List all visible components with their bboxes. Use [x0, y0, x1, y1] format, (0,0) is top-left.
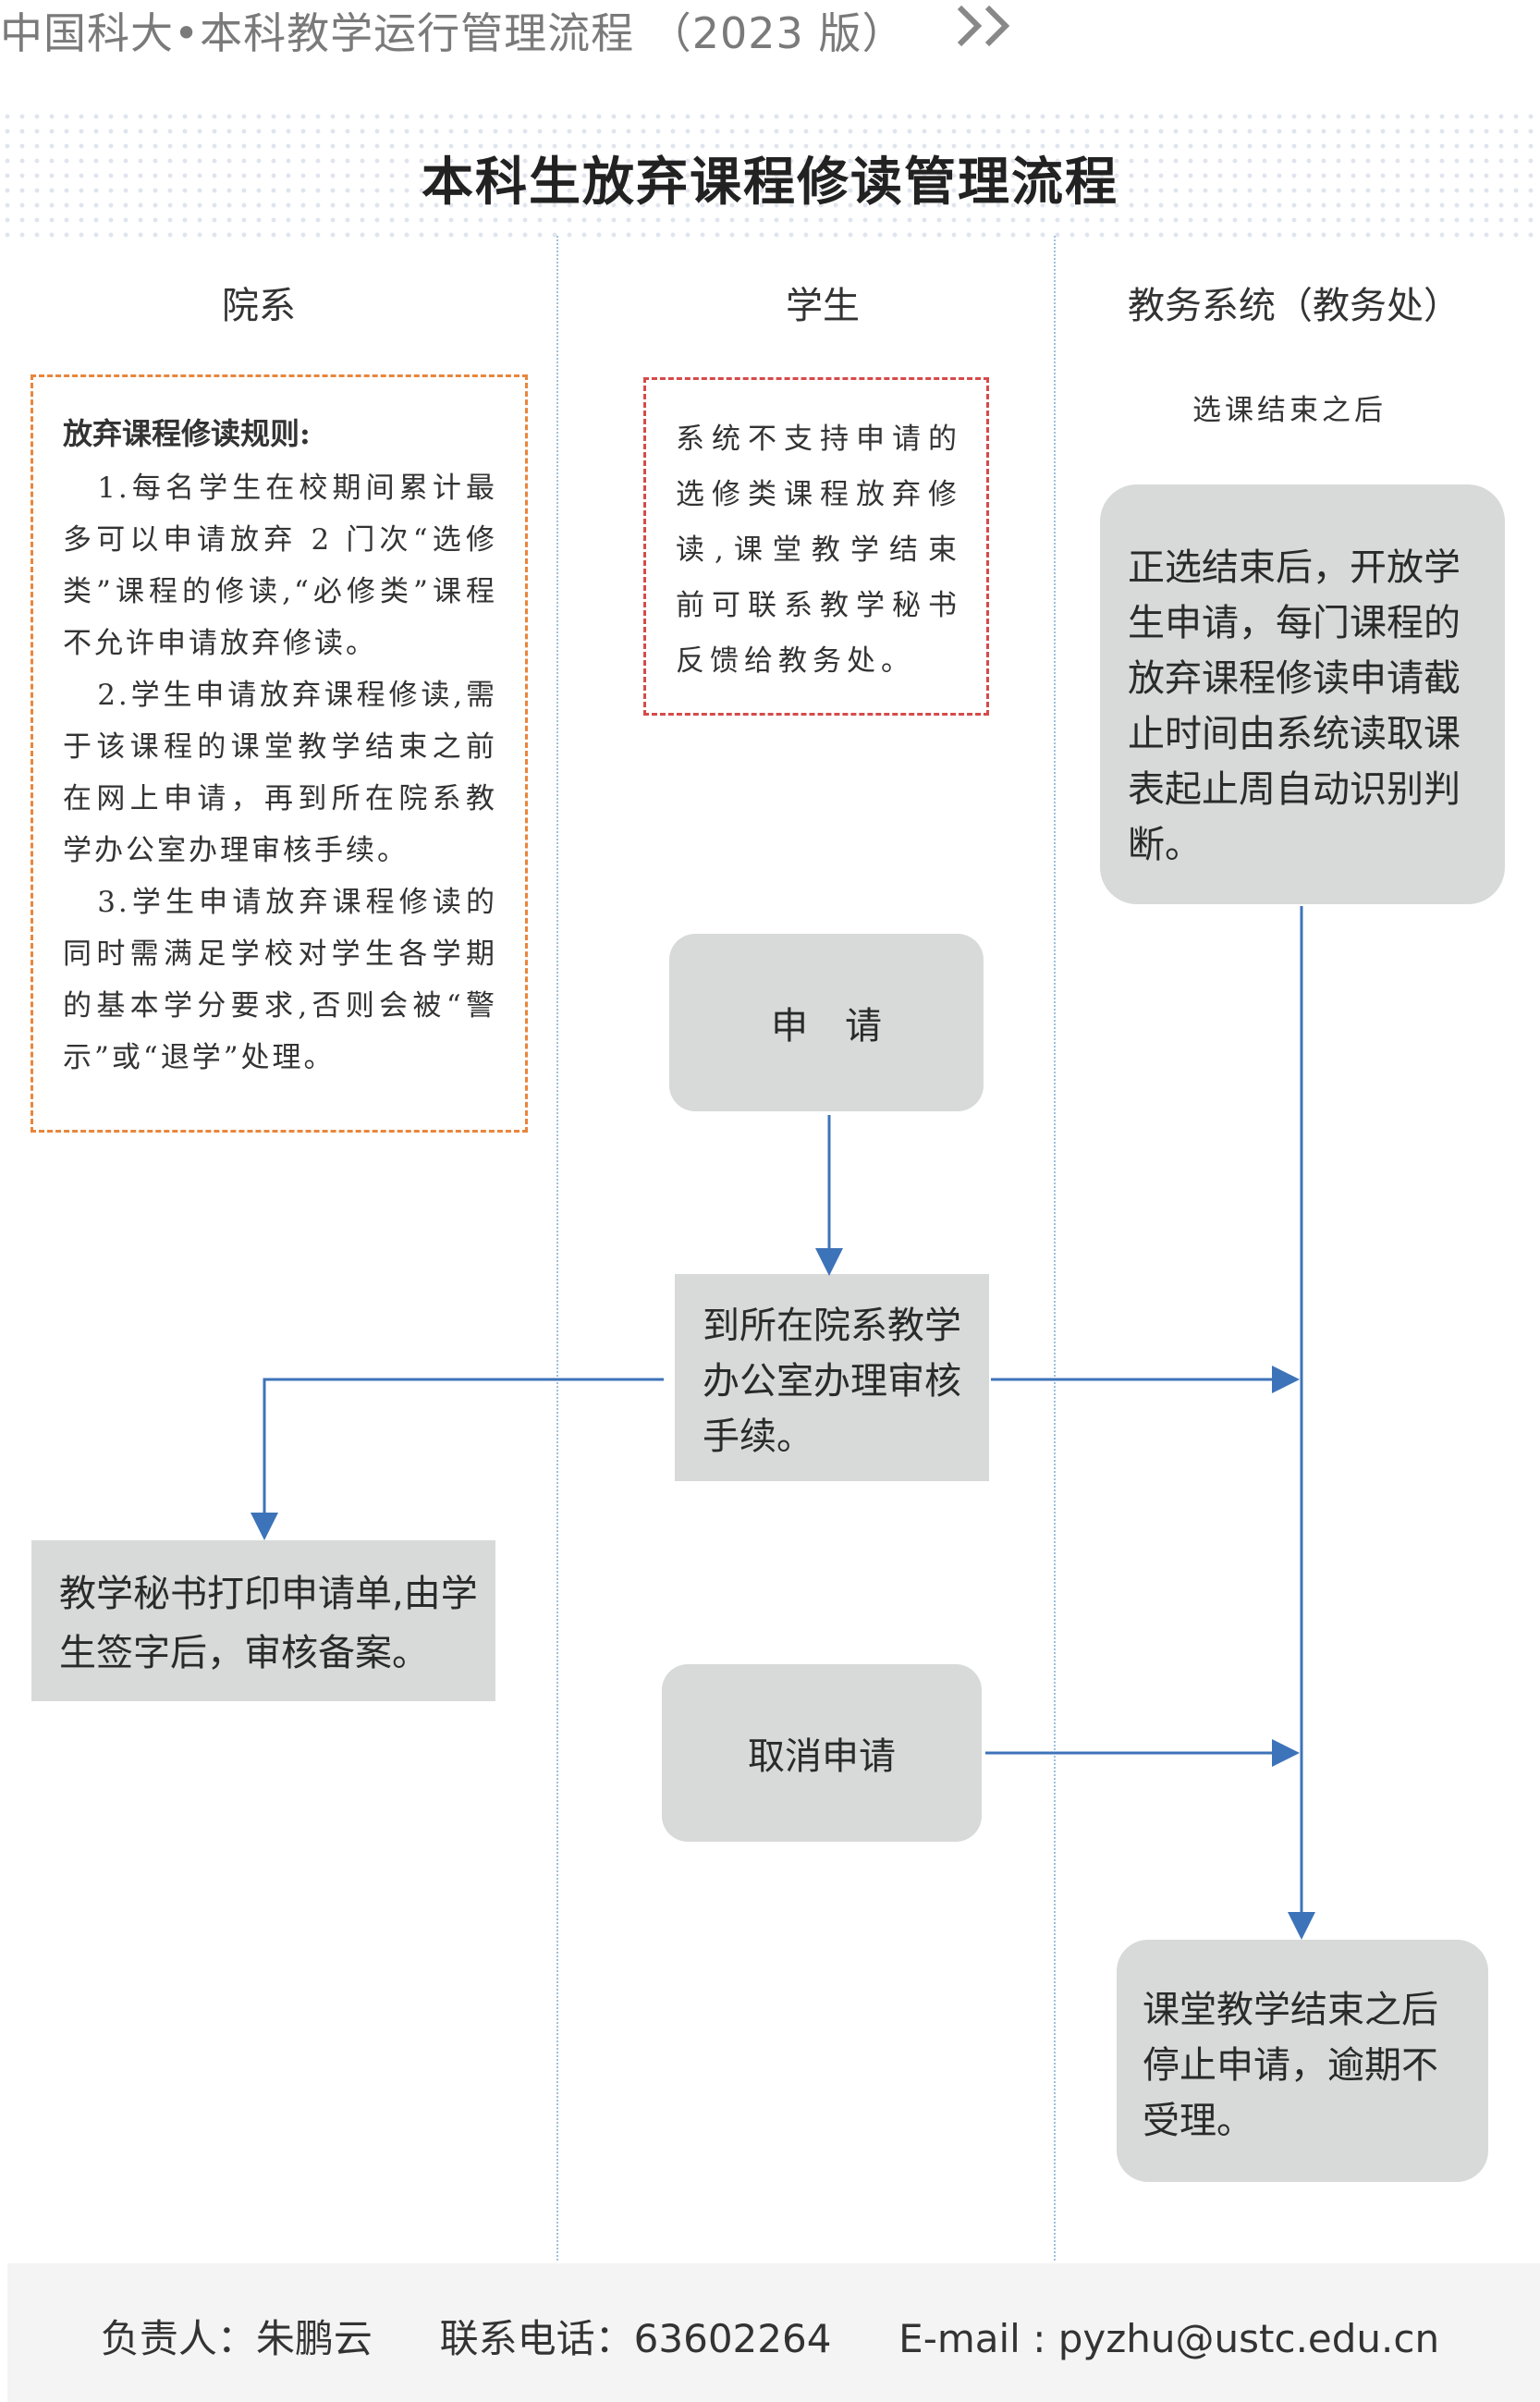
- title-band: [0, 109, 1540, 239]
- footer-contact: 负责人：朱鹏云 联系电话：63602264 E-mail : pyzhu@ust…: [0, 2308, 1540, 2364]
- arrow-office-to-secretary: [251, 1378, 664, 1540]
- page-header: 中国科大•本科教学运行管理流程 （2023 版）: [0, 8, 906, 58]
- lane-divider-1: [556, 236, 558, 2261]
- footer-bar: [7, 2263, 1540, 2402]
- office-review-box: 到所在院系教学办公室办理审核手续。: [675, 1274, 989, 1481]
- column-header-dept: 院系: [222, 285, 296, 327]
- system-start-label: 选课结束之后: [1192, 394, 1387, 427]
- rule-item-3: 3.学生申请放弃课程修读的同时需满足学校对学生各学期的基本学分要求,否则会被“警…: [63, 886, 497, 1074]
- rules-box: 放弃课程修读规则: 1.每名学生在校期间累计最多可以申请放弃 2 门次“选修类”…: [31, 374, 528, 1133]
- student-note-box: 系统不支持申请的选修类课程放弃修读,课堂教学结束前可联系教学秘书反馈给教务处。: [643, 377, 989, 716]
- secretary-box: 教学秘书打印申请单,由学生签字后，审核备案。: [31, 1540, 495, 1701]
- rule-item-2: 2.学生申请放弃课程修读,需于该课程的课堂教学结束之前在网上申请，再到所在院系教…: [63, 679, 497, 867]
- system-open-box: 正选结束后，开放学生申请，每门课程的放弃课程修读申请截止时间由系统读取课表起止周…: [1100, 484, 1505, 904]
- column-header-student: 学生: [786, 285, 860, 327]
- footer-phone: 63602264: [633, 2316, 832, 2361]
- chevron-right-icon: [957, 5, 1010, 47]
- cancel-apply-box: 取消申请: [662, 1664, 982, 1842]
- footer-person-label: 负责人：: [100, 2316, 256, 2361]
- footer-email[interactable]: pyzhu@ustc.edu.cn: [1057, 2316, 1440, 2361]
- footer-phone-label: 联系电话：: [439, 2316, 634, 2361]
- end-apply-box: 课堂教学结束之后停止申请，逾期不受理。: [1117, 1940, 1488, 2182]
- apply-box: 申请: [669, 934, 984, 1111]
- lane-divider-2: [1054, 236, 1056, 2261]
- footer-email-label: E-mail :: [898, 2316, 1058, 2361]
- page-title: 本科生放弃课程修读管理流程: [422, 153, 1118, 213]
- column-header-system: 教务系统（教务处）: [1128, 285, 1461, 327]
- footer-person: 朱鹏云: [255, 2316, 373, 2361]
- student-note-text: 系统不支持申请的选修类课程放弃修读,课堂教学结束前可联系教学秘书反馈给教务处。: [676, 423, 962, 678]
- rules-title: 放弃课程修读规则:: [63, 416, 311, 451]
- rule-item-1: 1.每名学生在校期间累计最多可以申请放弃 2 门次“选修类”课程的修读,“必修类…: [63, 472, 497, 660]
